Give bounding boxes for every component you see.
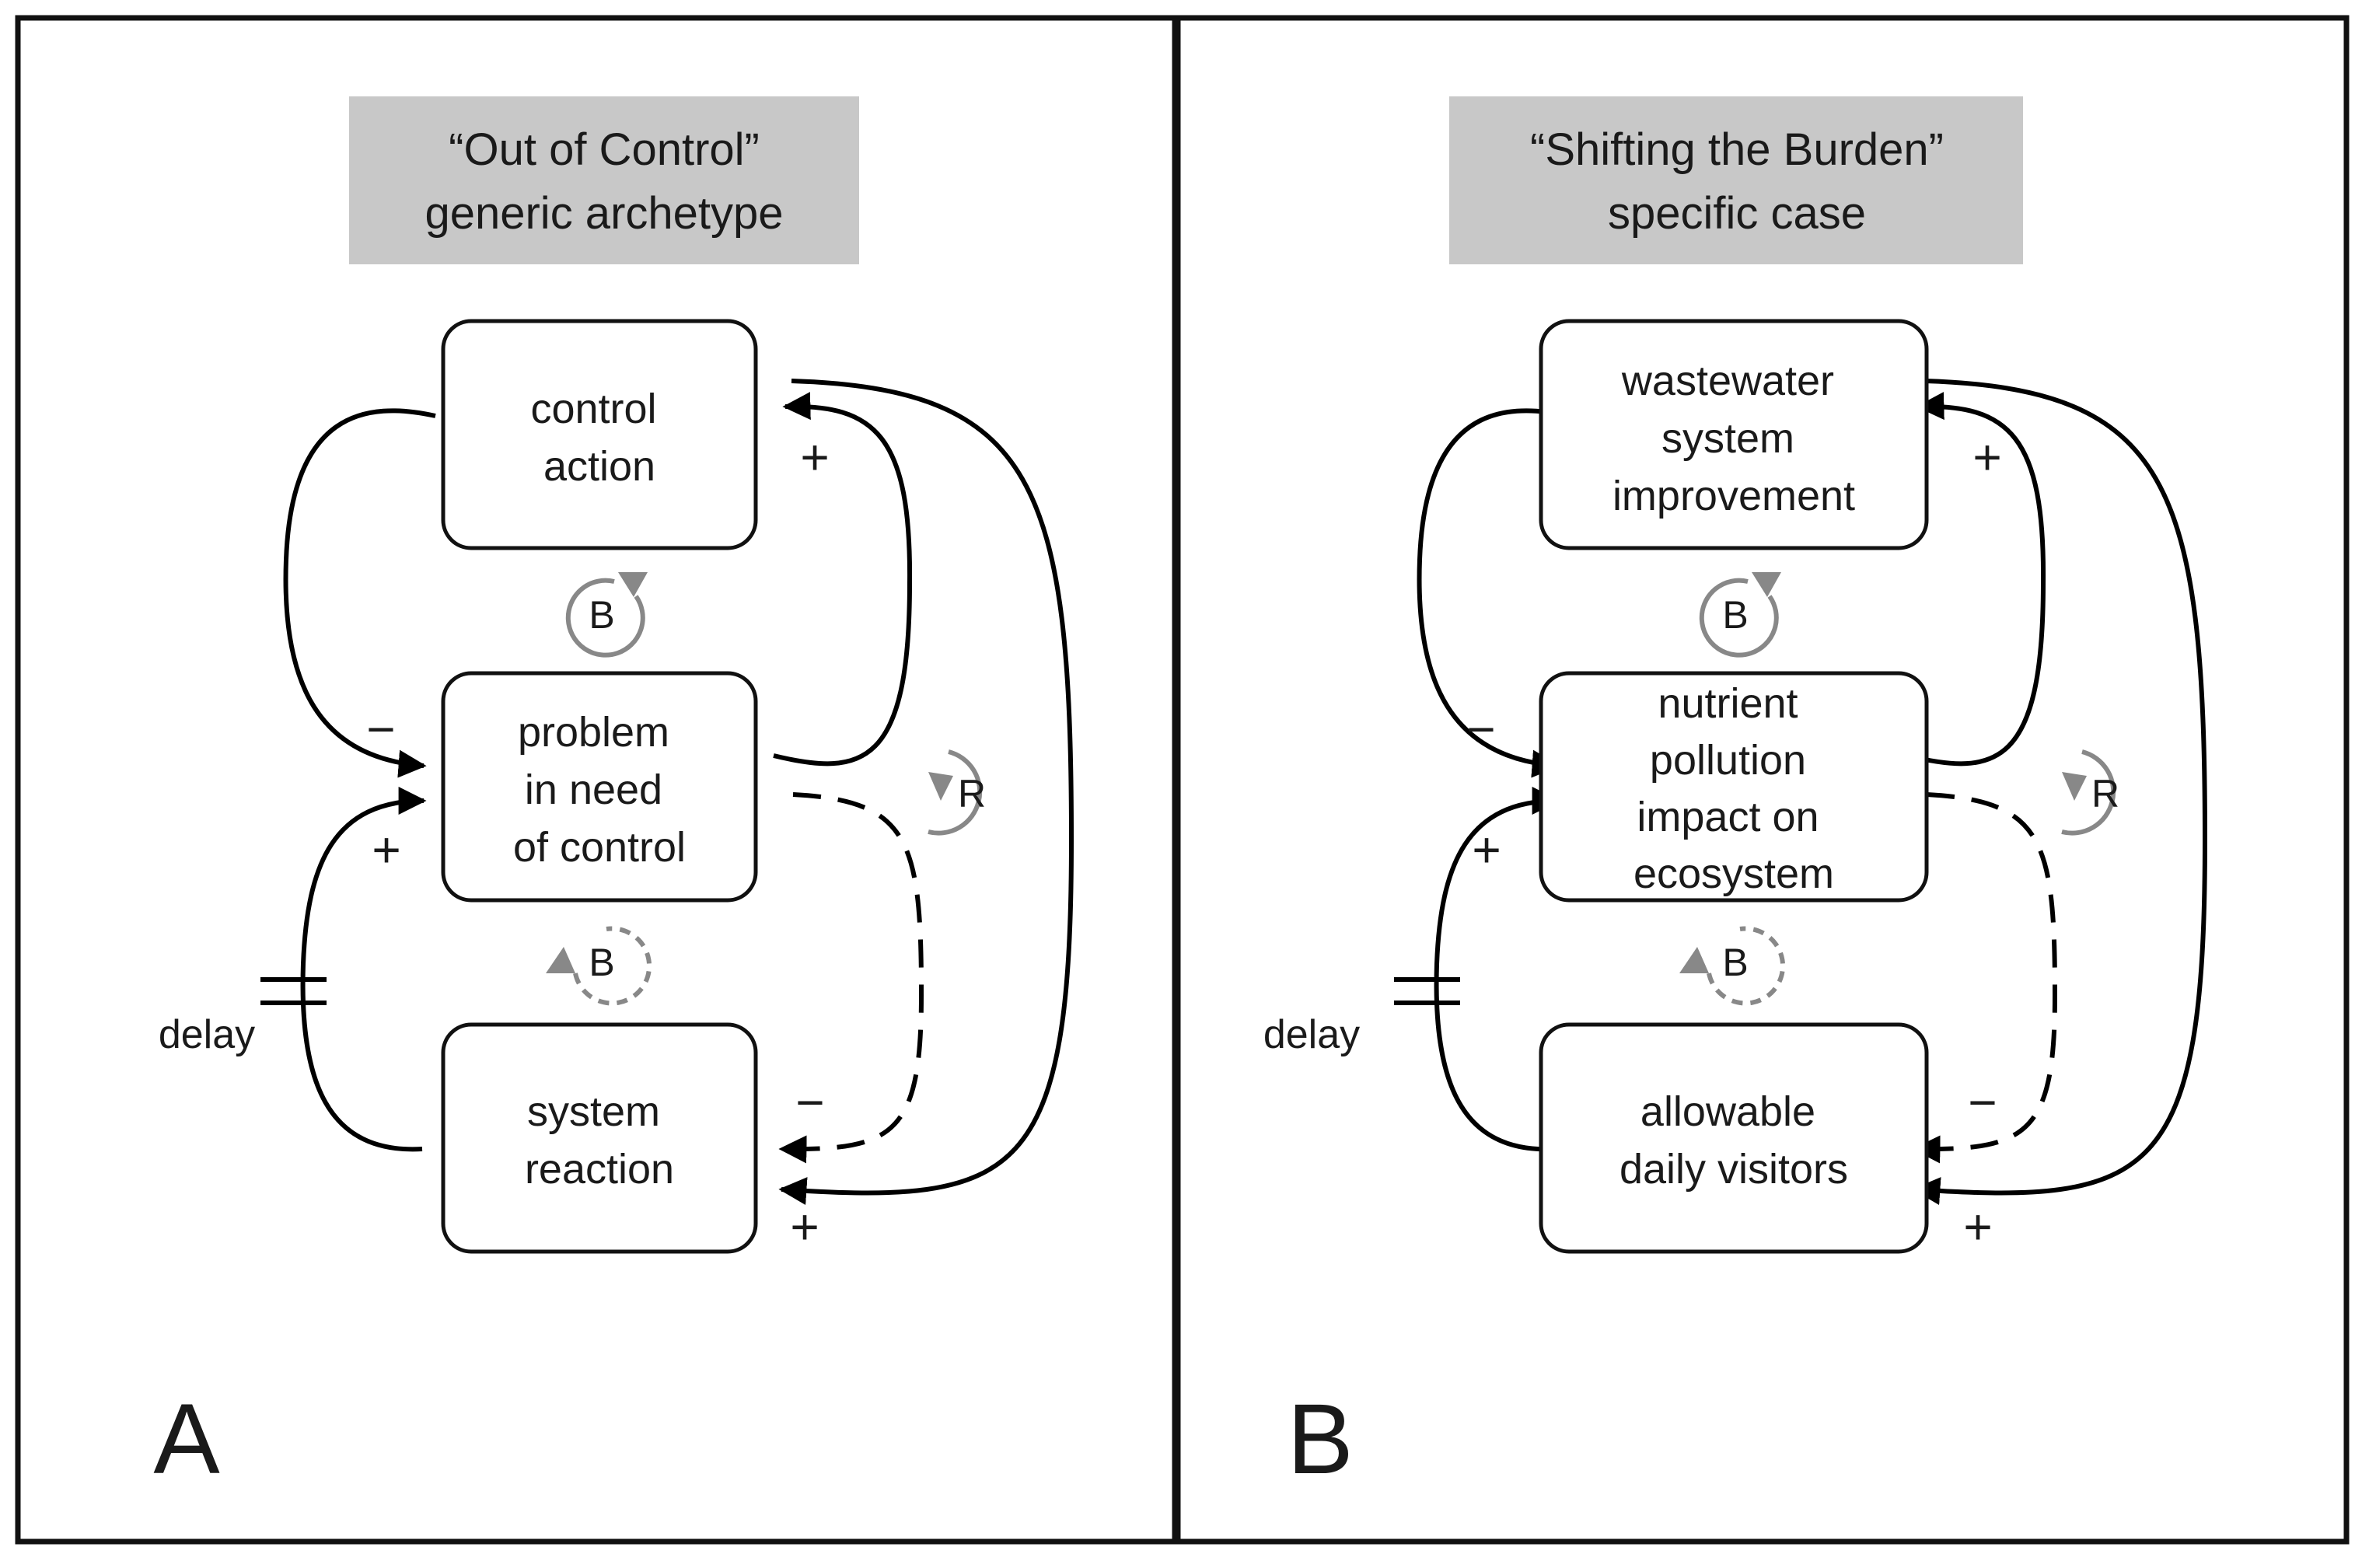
panel-b-letter: B	[1287, 1384, 1353, 1495]
loop-b-bottom-label: B	[1722, 941, 1748, 984]
node-allowable-daily-visitors	[1539, 1022, 1929, 1254]
loop-r-label: R	[2091, 772, 2119, 815]
delay-label: delay	[1263, 1012, 1360, 1057]
sign-plus-top: +	[800, 429, 829, 485]
sign-plus-bottom: +	[790, 1199, 819, 1255]
loop-b-bottom-label: B	[589, 941, 614, 984]
sign-plus-left: +	[1472, 822, 1501, 878]
delay-label: delay	[159, 1012, 255, 1057]
loop-b-top-label: B	[589, 593, 614, 637]
panel-b-title-line1: “Shifting the Burden”	[1530, 124, 1944, 175]
panel-a-title-line2: generic archetype	[425, 188, 783, 239]
sign-plus-bottom: +	[1963, 1199, 1992, 1255]
node-control-action	[441, 319, 758, 550]
node-wastewater-system-improvement-label: wastewater system improvement	[1613, 358, 1855, 519]
node-system-reaction	[441, 1022, 758, 1254]
panel-a-letter: A	[153, 1384, 220, 1495]
node-nutrient-pollution-label: nutrient pollution impact on ecosystem	[1633, 680, 1834, 897]
loop-r-label: R	[958, 772, 986, 815]
node-problem	[441, 671, 758, 903]
node-system-reaction-label: system reaction	[525, 1088, 674, 1193]
sign-minus-left: −	[366, 701, 395, 757]
panel-a-title-box	[349, 96, 859, 264]
panel-b-title-box	[1449, 96, 2023, 264]
panel-b-border	[1175, 15, 2350, 1545]
sign-plus-left: +	[372, 822, 400, 878]
node-problem-label: problem in need of control	[513, 709, 686, 871]
sign-minus-bottom: −	[795, 1074, 824, 1130]
panel-b-title-line2: specific case	[1608, 188, 1866, 239]
sign-plus-top: +	[1972, 429, 2001, 485]
panel-a: “Out of Control” generic archetype contr…	[15, 15, 1178, 1545]
node-control-action-label: control action	[530, 386, 668, 490]
panel-b: “Shifting the Burden” specific case wast…	[1175, 15, 2350, 1545]
sign-minus-left: −	[1466, 701, 1495, 757]
sign-minus-bottom: −	[1968, 1074, 1997, 1130]
panel-a-border	[15, 15, 1178, 1545]
node-wastewater-system-improvement	[1539, 319, 1929, 550]
loop-b-top-label: B	[1722, 593, 1748, 637]
node-allowable-daily-visitors-label: allowable daily visitors	[1620, 1088, 1848, 1193]
node-nutrient-pollution	[1539, 671, 1929, 903]
panel-a-title-line1: “Out of Control”	[449, 124, 760, 175]
